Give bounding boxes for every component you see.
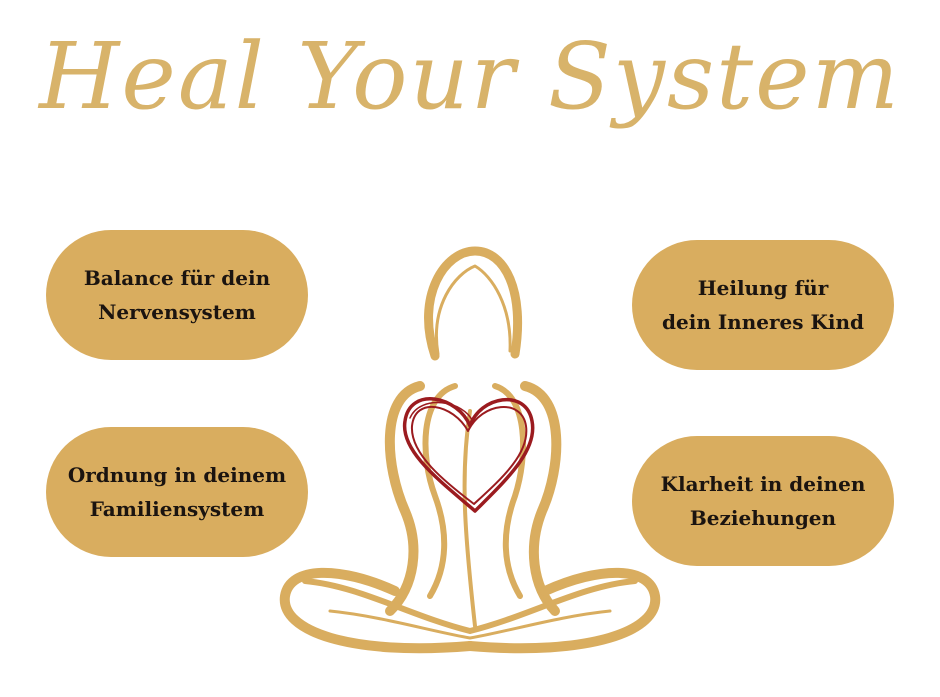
heart-icon	[402, 397, 535, 513]
page-title: Heal Your System	[39, 23, 901, 130]
pill-balance-nervensystem: Balance für dein Nervensystem	[46, 230, 308, 360]
pill-klarheit-beziehungen: Klarheit in deinen Beziehungen	[632, 436, 894, 566]
pill-label: Ordnung in deinem Familiensystem	[67, 463, 287, 521]
meditating-figure-svg	[279, 246, 661, 654]
pill-label: Klarheit in deinen Beziehungen	[660, 472, 866, 530]
meditating-figure-icon	[270, 236, 670, 676]
pill-ordnung-familiensystem: Ordnung in deinem Familiensystem	[46, 427, 308, 557]
pill-heilung-inneres-kind: Heilung für dein Inneres Kind	[632, 240, 894, 370]
pill-label: Balance für dein Nervensystem	[83, 266, 271, 324]
pill-label: Heilung für dein Inneres Kind	[662, 276, 864, 334]
